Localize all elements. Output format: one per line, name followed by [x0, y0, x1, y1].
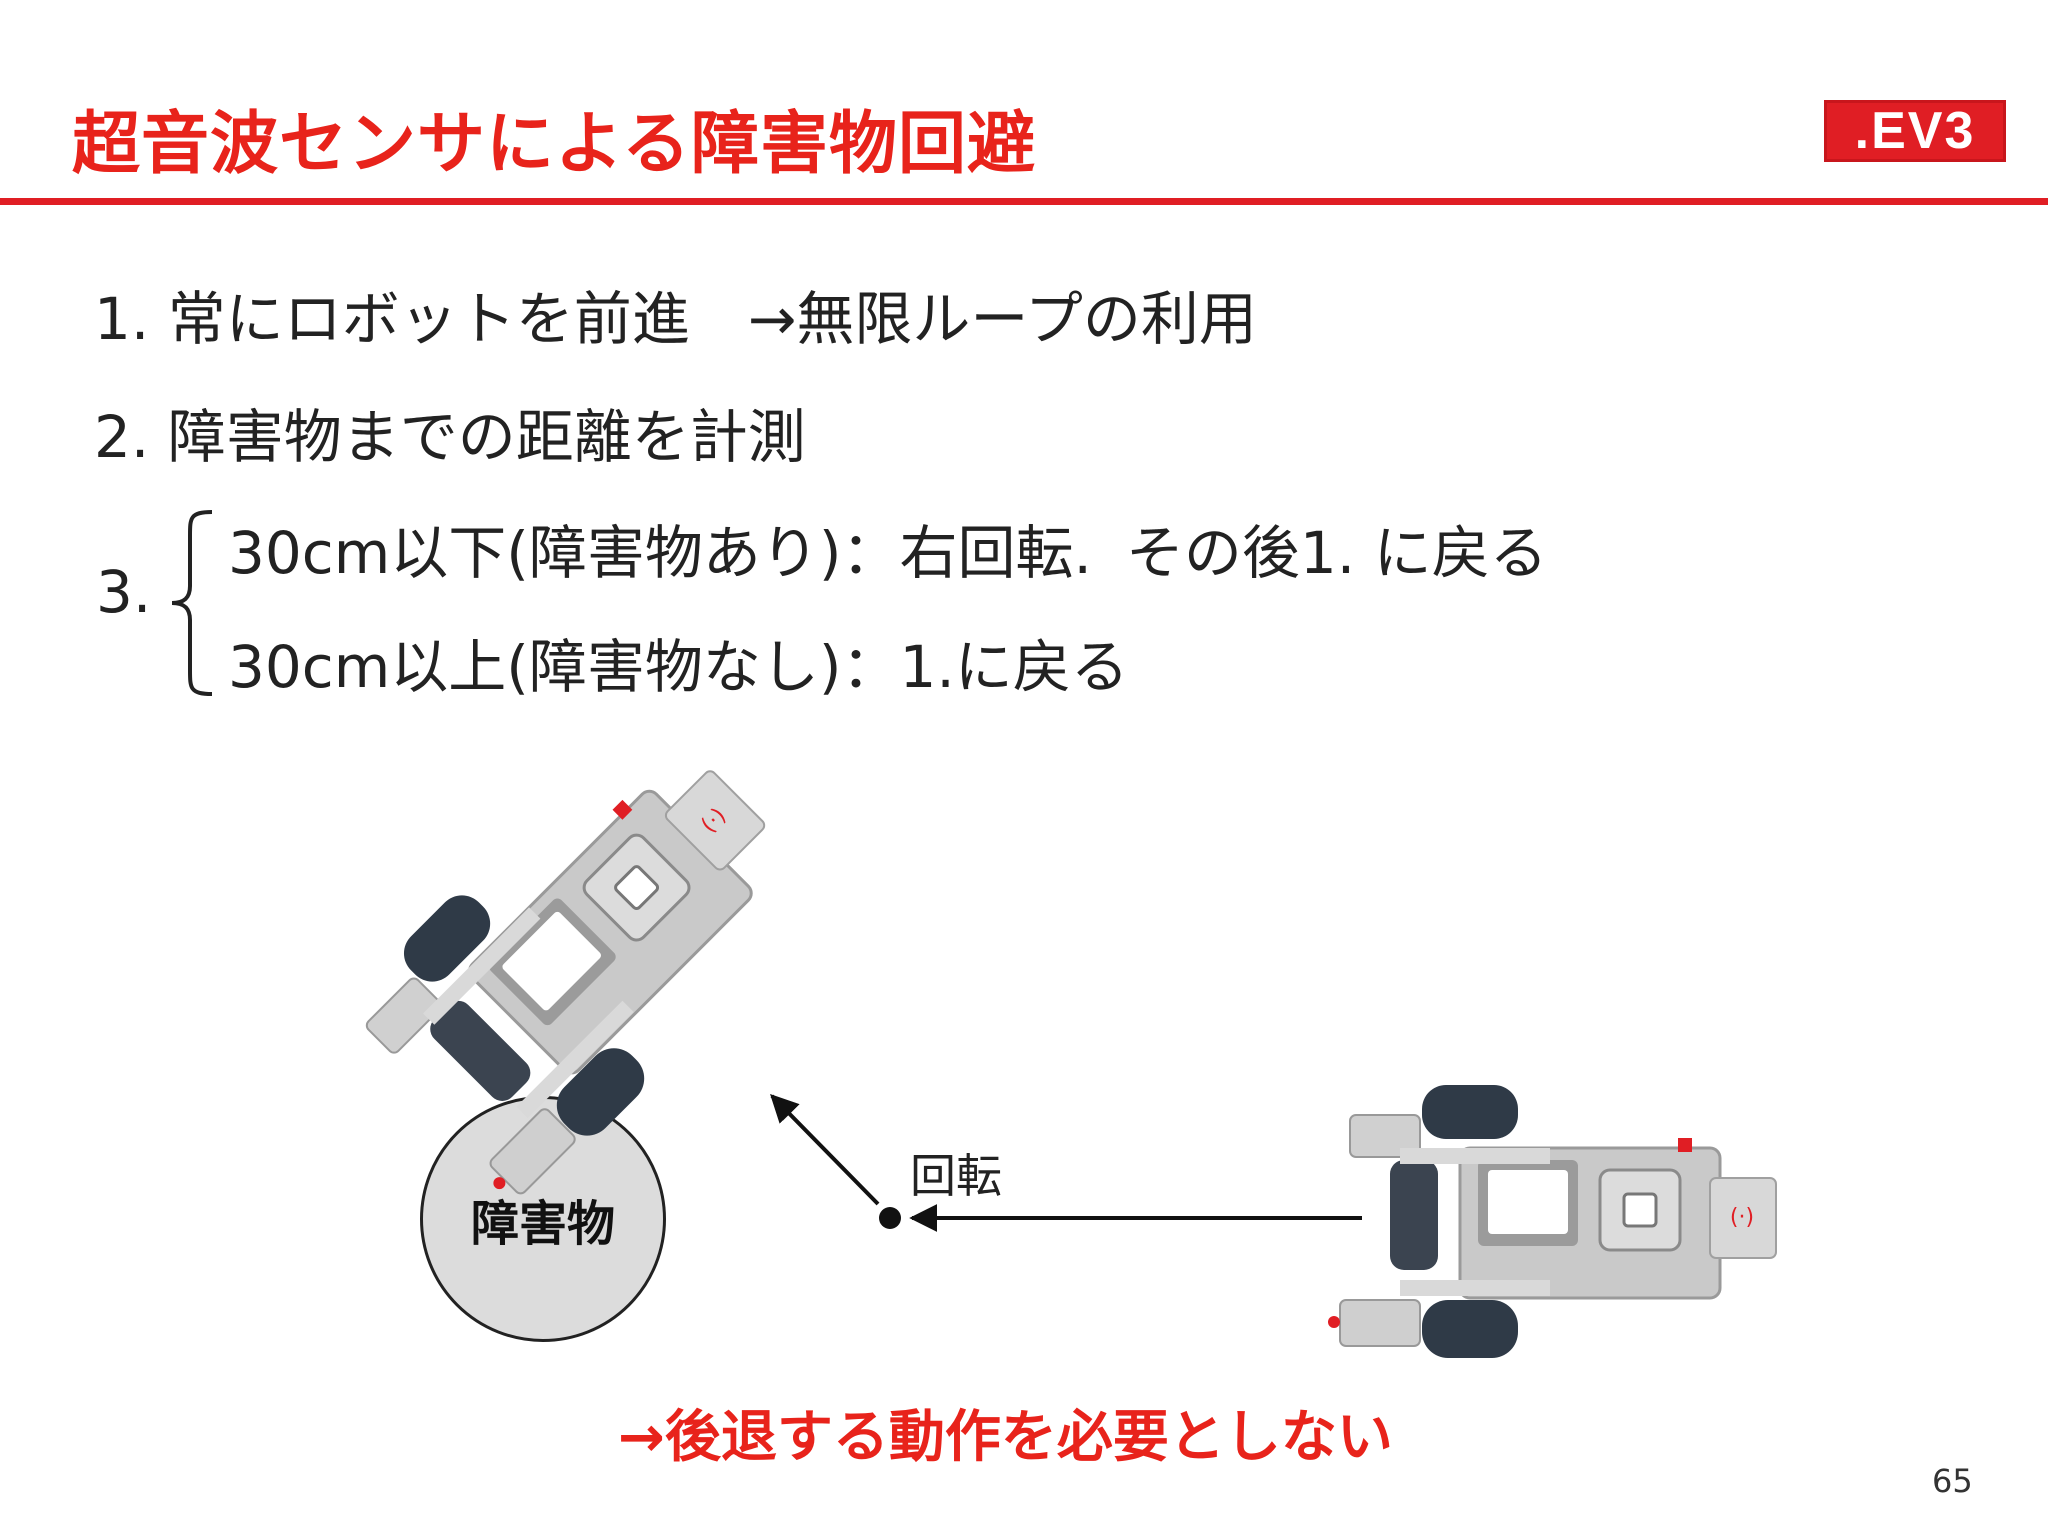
case-obstacle-after: その後1. に戻る: [1125, 519, 1548, 587]
curly-brace-icon: [171, 510, 213, 696]
step-2: 2. 障害物までの距離を計測: [94, 403, 806, 471]
button-pad-icon: [1622, 1192, 1658, 1228]
screen-icon: [1488, 1170, 1568, 1234]
page-number: 65: [1932, 1462, 1973, 1500]
screen-icon: [502, 911, 601, 1011]
rotation-label: 回転: [910, 1149, 1002, 1203]
title-divider: [0, 198, 2048, 205]
motor-icon: [365, 977, 443, 1054]
ev3-robot-straight: (·): [1328, 1085, 1777, 1358]
wheel-icon: [556, 1048, 645, 1136]
wheel-icon: [430, 1000, 531, 1101]
turn-arrow: [770, 1094, 880, 1206]
wheel-icon: [1422, 1300, 1518, 1358]
motion-path: [770, 1094, 1362, 1232]
button-pad-icon: [614, 865, 660, 911]
step-3-case-clear: 30cm以上(障害物なし)：1.に戻る: [228, 633, 1129, 701]
turn-point: [879, 1207, 901, 1229]
slide-title: 超音波センサによる障害物回避: [72, 105, 1036, 184]
case-obstacle-condition: 30cm以下(障害物あり)：右回転.: [228, 519, 1092, 587]
ev3-robot-turned: (·): [365, 770, 766, 1195]
motor-icon: [1349, 1114, 1421, 1158]
conclusion-note: →後退する動作を必要としない: [618, 1405, 1393, 1470]
motor-icon: [489, 1108, 576, 1195]
step-3-case-obstacle: 30cm以下(障害物あり)：右回転. その後1. に戻る: [228, 506, 1548, 590]
ultrasonic-sensor-icon: (·): [1730, 1205, 1754, 1230]
wheel-icon: [1390, 1160, 1438, 1270]
step-1: 1. 常にロボットを前進 →無限ループの利用: [94, 285, 1257, 353]
step-3-number: 3.: [96, 558, 152, 626]
wheel-icon: [1422, 1085, 1518, 1139]
wheel-icon: [403, 895, 491, 982]
ev3-logo: .EV3: [1824, 100, 2006, 162]
motor-icon: [1339, 1299, 1421, 1347]
